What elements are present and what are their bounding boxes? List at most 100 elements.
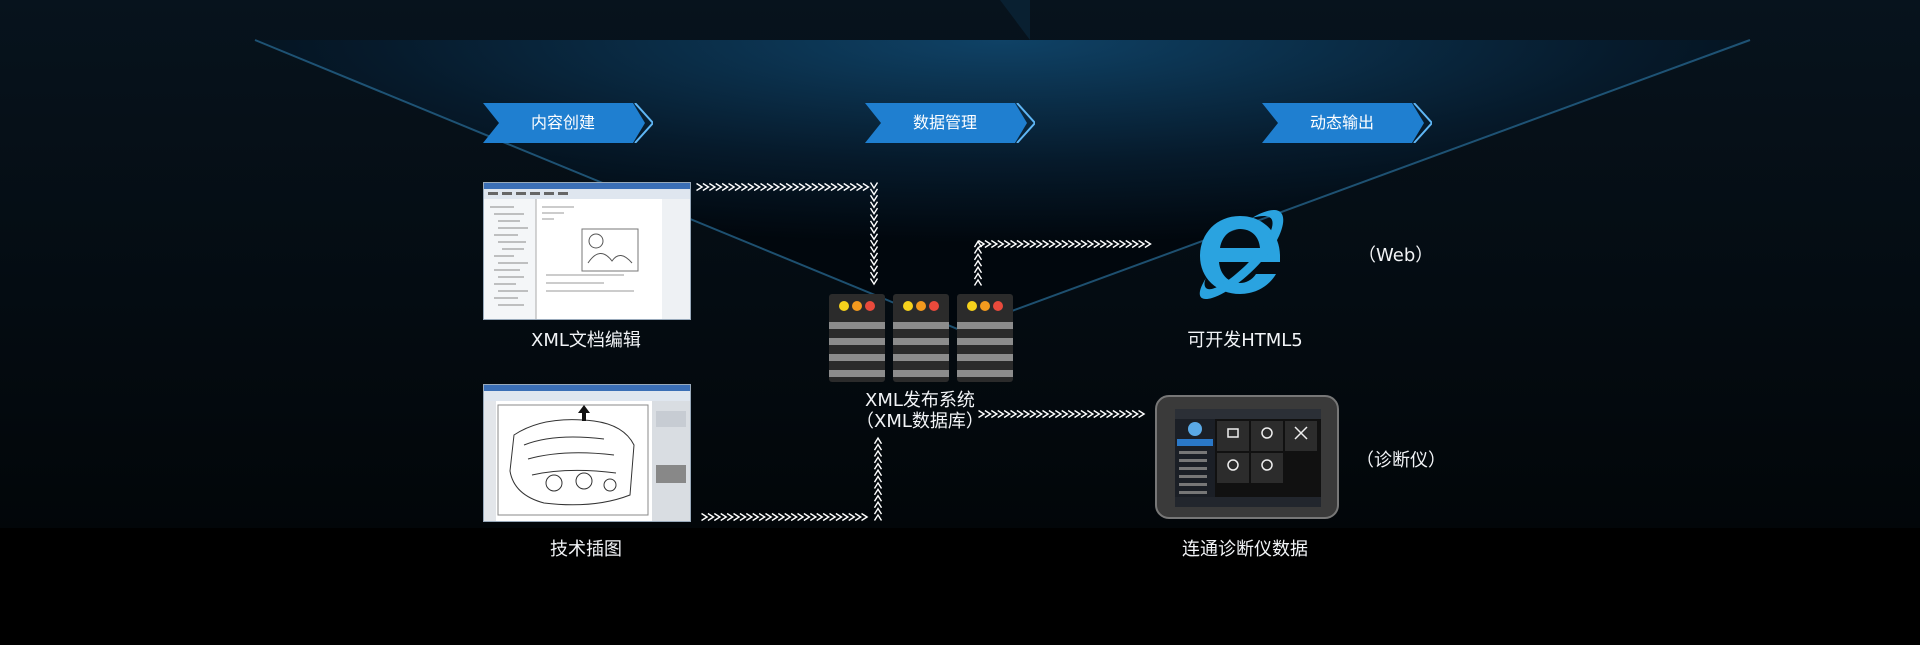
flow-chevron xyxy=(1042,239,1050,249)
flow-chevron xyxy=(792,182,800,192)
flow-arrow-editor-to-server xyxy=(696,182,870,192)
publish-system-caption: XML发布系统 xyxy=(865,390,975,411)
flow-chevron xyxy=(1125,409,1133,419)
stage-banner-content-creation: 内容创建 xyxy=(483,103,653,143)
flow-chevron xyxy=(798,182,806,192)
flow-chevron xyxy=(1010,409,1018,419)
flow-chevron xyxy=(835,512,843,522)
flow-chevron xyxy=(1086,409,1095,419)
flow-chevron xyxy=(1061,239,1069,249)
flow-chevron xyxy=(861,512,869,522)
flow-chevron xyxy=(873,462,883,470)
internet-explorer-icon xyxy=(1199,210,1284,300)
flow-chevron xyxy=(1035,239,1044,249)
flow-arrow-server-up xyxy=(973,240,983,286)
flow-chevron xyxy=(779,182,787,192)
flow-chevron xyxy=(797,512,805,522)
technical-illustration-caption: 技术插图 xyxy=(550,539,622,560)
flow-chevron xyxy=(753,182,762,192)
flow-chevron xyxy=(869,214,879,222)
flow-chevron xyxy=(809,512,818,522)
diagnostic-tablet-icon xyxy=(1155,395,1339,519)
flow-chevron xyxy=(816,512,824,522)
flow-chevron xyxy=(830,182,838,192)
flow-chevron xyxy=(760,182,768,192)
xml-editor-caption: XML文档编辑 xyxy=(531,330,641,351)
flow-chevron xyxy=(873,455,883,464)
flow-chevron xyxy=(715,182,723,192)
flow-chevron xyxy=(1067,409,1076,419)
web-caption: 可开发HTML5 xyxy=(1187,330,1303,351)
flow-arrow-server-to-diagnostic xyxy=(978,409,1146,419)
flow-chevron xyxy=(836,182,845,192)
flow-chevron xyxy=(1016,409,1024,419)
flow-chevron xyxy=(997,409,1005,419)
flow-chevron xyxy=(997,239,1005,249)
flow-chevron xyxy=(978,409,986,419)
flow-chevron xyxy=(1022,409,1031,419)
flow-chevron xyxy=(841,512,850,522)
flow-chevron xyxy=(1144,239,1152,249)
flow-chevron xyxy=(1138,239,1146,249)
flow-chevron xyxy=(708,182,717,192)
flow-chevron xyxy=(1054,409,1063,419)
flow-chevron xyxy=(1003,409,1012,419)
flow-chevron xyxy=(766,182,774,192)
flow-chevron xyxy=(1093,409,1101,419)
flow-chevron xyxy=(1106,409,1114,419)
flow-chevron xyxy=(873,494,883,502)
flow-chevron xyxy=(869,220,879,228)
flow-chevron xyxy=(978,239,986,249)
flow-chevron xyxy=(869,194,879,203)
stage-label: 内容创建 xyxy=(530,113,595,132)
flow-chevron xyxy=(869,265,879,273)
flow-arrow-up-to-server xyxy=(873,436,883,521)
flow-chevron xyxy=(728,182,736,192)
flow-chevron xyxy=(803,512,811,522)
stage-banner-dynamic-output: 动态输出 xyxy=(1262,103,1432,143)
flow-chevron xyxy=(822,512,831,522)
flow-chevron xyxy=(1099,239,1108,249)
flow-chevron xyxy=(973,252,983,261)
flow-chevron xyxy=(772,182,781,192)
flow-chevron xyxy=(873,487,883,496)
flow-chevron xyxy=(873,507,883,515)
flow-chevron xyxy=(973,265,983,274)
flow-chevron xyxy=(973,278,983,286)
flow-chevron xyxy=(785,182,794,192)
flow-chevron xyxy=(1010,239,1018,249)
flow-chevron xyxy=(1022,239,1031,249)
flow-chevron xyxy=(1131,239,1140,249)
flow-chevron xyxy=(1080,239,1088,249)
flow-arrow-illustration-to-server xyxy=(701,512,869,522)
flow-chevron xyxy=(849,182,858,192)
flow-chevron xyxy=(1048,239,1056,249)
flow-chevron xyxy=(856,182,864,192)
flow-chevron xyxy=(1029,409,1037,419)
flow-chevron xyxy=(721,182,730,192)
server-rack-icon xyxy=(893,294,949,382)
flow-chevron xyxy=(869,207,879,216)
flow-chevron xyxy=(817,182,826,192)
flow-chevron xyxy=(990,239,999,249)
flow-chevron xyxy=(1080,409,1088,419)
flow-chevron xyxy=(1074,409,1082,419)
flow-chevron xyxy=(869,271,879,280)
flow-chevron xyxy=(752,512,760,522)
flow-chevron xyxy=(1035,409,1044,419)
flow-chevron xyxy=(758,512,767,522)
flow-chevron xyxy=(1125,239,1133,249)
flow-chevron xyxy=(771,512,779,522)
flow-chevron xyxy=(1093,239,1101,249)
flow-chevron xyxy=(1086,239,1095,249)
flow-chevron xyxy=(869,182,879,190)
flow-chevron xyxy=(873,513,883,521)
flow-chevron xyxy=(734,182,742,192)
flow-chevron xyxy=(777,512,786,522)
flow-chevron xyxy=(873,443,883,451)
flow-chevron xyxy=(848,512,856,522)
flow-chevron xyxy=(1112,239,1120,249)
flow-chevron xyxy=(869,278,879,286)
flow-chevron xyxy=(984,409,992,419)
